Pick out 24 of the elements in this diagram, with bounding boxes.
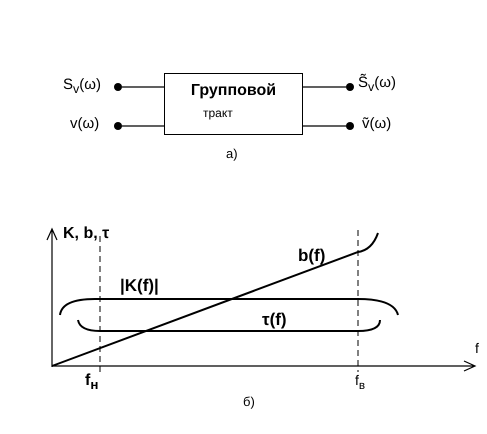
terminal-dot <box>346 83 354 91</box>
signal-label: v(ω) <box>70 115 100 133</box>
signal-label: S$_{v}$(ω) <box>63 76 101 98</box>
terminal-dot <box>114 83 122 91</box>
curve-label: b(f) <box>298 246 326 266</box>
connector-line <box>122 86 164 88</box>
process-box <box>164 73 303 135</box>
connector-line <box>122 125 164 127</box>
axis-label: f <box>475 340 479 356</box>
caption-label: а) <box>226 146 238 161</box>
connector-line <box>303 125 346 127</box>
tick-label: f$_{н}$ <box>85 372 98 392</box>
curve-label: τ(f) <box>262 310 287 330</box>
box-subtitle: тракт <box>203 106 233 120</box>
terminal-dot <box>346 122 354 130</box>
tick-label: f$_{в}$ <box>355 372 366 392</box>
curve-label: |K(f)| <box>120 276 159 296</box>
terminal-dot <box>114 122 122 130</box>
box-title: Групповой <box>190 82 278 100</box>
caption-label: б) <box>243 394 255 409</box>
signal-label: ṽ(ω) <box>362 115 392 133</box>
connector-line <box>303 86 346 88</box>
signal-label: S̃$_{v}$(ω) <box>358 74 396 96</box>
axis-label: K, b, τ <box>63 225 110 243</box>
